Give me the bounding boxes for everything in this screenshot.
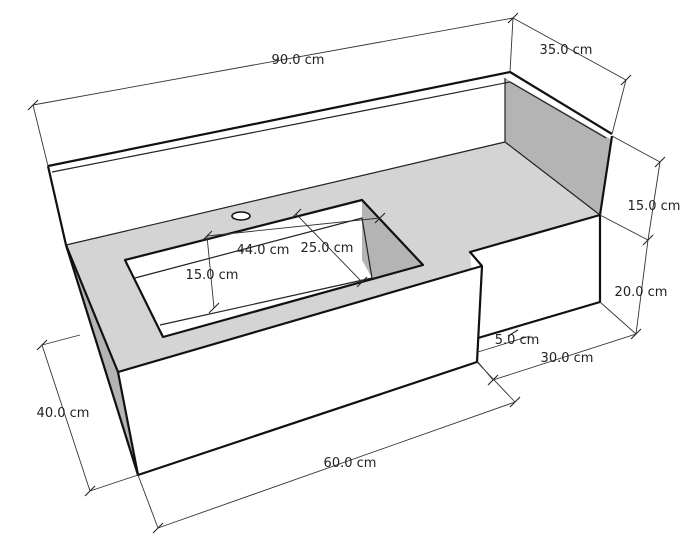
label-basin-depth: 25.0 cm	[301, 241, 354, 256]
label-basin-width: 44.0 cm	[237, 243, 290, 258]
back-left-edge	[46, 165, 68, 246]
label-back-height: 15.0 cm	[628, 199, 681, 214]
label-step-height: 20.0 cm	[615, 285, 668, 300]
basin-inner-wall	[362, 200, 423, 278]
front-block-face	[118, 266, 482, 475]
counter-side-line	[504, 141, 601, 216]
lower-right-block-face	[470, 215, 600, 338]
label-total-width: 90.0 cm	[272, 53, 325, 68]
label-front-width: 60.0 cm	[324, 456, 377, 471]
dimension-lines	[27, 12, 666, 534]
right-side-wall	[505, 78, 612, 215]
basin-inner-outline	[134, 217, 373, 326]
label-basin-inner-depth: 15.0 cm	[186, 268, 239, 283]
label-front-height: 40.0 cm	[37, 406, 90, 421]
back-right-edge	[598, 135, 614, 216]
label-total-depth: 35.0 cm	[540, 43, 593, 58]
counter-back-line	[65, 141, 506, 246]
drain-hole-icon	[231, 211, 251, 221]
back-wall-face	[48, 72, 510, 245]
basin-outline	[123, 198, 425, 339]
front-block-outline	[116, 265, 484, 477]
basin-opening	[125, 200, 423, 337]
label-step-depth: 30.0 cm	[541, 351, 594, 366]
back-rim-inner-edge	[51, 81, 607, 173]
label-step-offset: 5.0 cm	[495, 333, 540, 348]
left-front-edge	[64, 244, 140, 476]
